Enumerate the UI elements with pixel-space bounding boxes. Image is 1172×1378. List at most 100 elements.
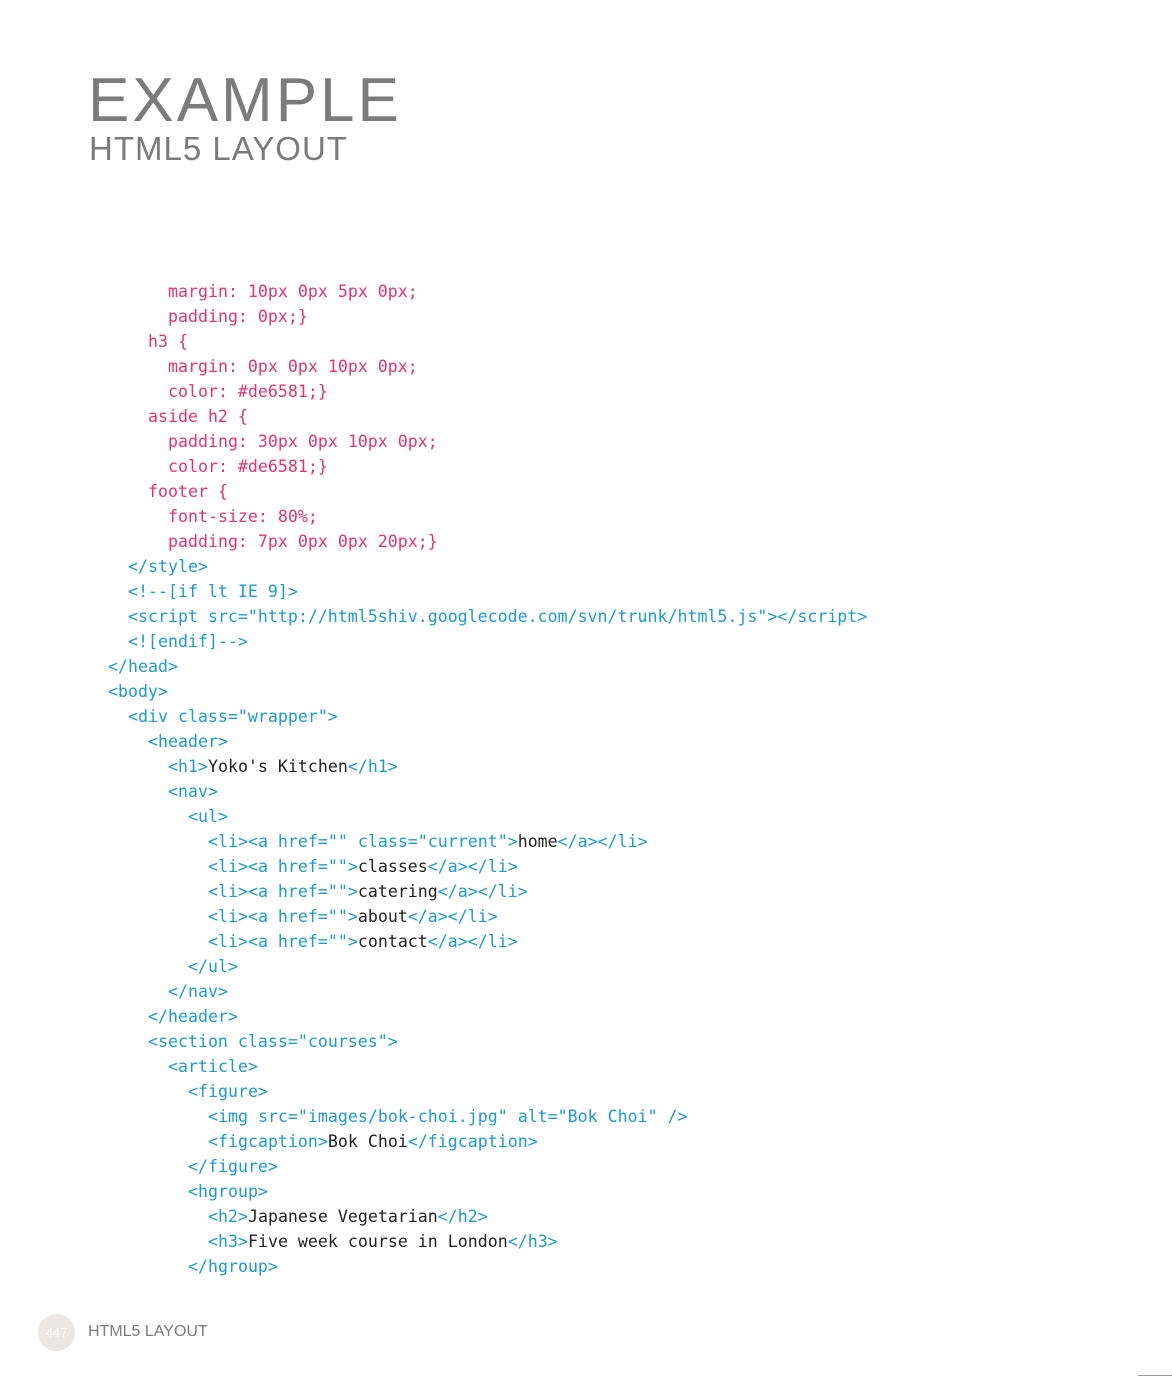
code-token: <nav> — [168, 782, 218, 801]
code-token: aside h2 { — [148, 407, 248, 426]
code-text: about — [357, 907, 408, 926]
code-line: <hgroup> — [108, 1179, 867, 1204]
code-token: <article> — [168, 1057, 258, 1076]
code-token: h3 { — [148, 332, 188, 351]
code-token: </header> — [148, 1007, 238, 1026]
code-token: </figcaption> — [407, 1132, 538, 1151]
code-text: Five week course in London — [247, 1232, 508, 1251]
code-line: margin: 10px 0px 5px 0px; — [108, 279, 867, 304]
code-line: margin: 0px 0px 10px 0px; — [108, 354, 867, 379]
code-token: </style> — [128, 557, 208, 576]
code-line: </hgroup> — [108, 1254, 867, 1279]
code-token: <figcaption> — [208, 1132, 328, 1151]
code-line: <ul> — [108, 804, 867, 829]
code-text: Yoko's Kitchen — [207, 757, 348, 776]
code-line: <![endif]--> — [108, 629, 867, 654]
code-line: h3 { — [108, 329, 867, 354]
code-token: </hgroup> — [188, 1257, 278, 1276]
code-line: padding: 7px 0px 0px 20px;} — [108, 529, 867, 554]
code-token: </a></li> — [437, 882, 528, 901]
code-token: </h3> — [507, 1232, 558, 1251]
code-token: </head> — [108, 657, 178, 676]
code-line: <li><a href="">classes</a></li> — [108, 854, 867, 879]
code-line: </style> — [108, 554, 867, 579]
running-title: HTML5 LAYOUT — [88, 1323, 208, 1340]
code-token: font-size: 80%; — [168, 507, 318, 526]
code-line: padding: 30px 0px 10px 0px; — [108, 429, 867, 454]
page-title: EXAMPLE — [88, 66, 402, 135]
code-text: catering — [357, 882, 438, 901]
code-token: <hgroup> — [188, 1182, 268, 1201]
code-line: <header> — [108, 729, 867, 754]
code-line: <li><a href="" class="current">home</a><… — [108, 829, 867, 854]
code-token: <h3> — [208, 1232, 248, 1251]
code-token: <li><a href=""> — [208, 882, 358, 901]
code-token: </a></li> — [427, 932, 518, 951]
code-line: <article> — [108, 1054, 867, 1079]
code-token: padding: 0px;} — [168, 307, 308, 326]
code-token: margin: 0px 0px 10px 0px; — [168, 357, 418, 376]
code-line: <script src="http://html5shiv.googlecode… — [108, 604, 867, 629]
code-token: <![endif]--> — [128, 632, 248, 651]
code-token: <li><a href=""> — [208, 932, 358, 951]
code-line: font-size: 80%; — [108, 504, 867, 529]
code-token: <script src="http://html5shiv.googlecode… — [128, 607, 868, 626]
code-token: color: #de6581;} — [168, 382, 328, 401]
code-token: </nav> — [168, 982, 228, 1001]
code-line: <img src="images/bok-choi.jpg" alt="Bok … — [108, 1104, 867, 1129]
code-text: classes — [357, 857, 428, 876]
divider — [1138, 1375, 1172, 1376]
code-text: Japanese Vegetarian — [247, 1207, 438, 1226]
code-listing: margin: 10px 0px 5px 0px; padding: 0px;} h… — [108, 279, 867, 1279]
code-line: aside h2 { — [108, 404, 867, 429]
code-line: <h3>Five week course in London</h3> — [108, 1229, 867, 1254]
code-text: home — [517, 832, 558, 851]
code-line: <body> — [108, 679, 867, 704]
code-token: <ul> — [188, 807, 228, 826]
code-line: <h1>Yoko's Kitchen</h1> — [108, 754, 867, 779]
code-token: <body> — [108, 682, 168, 701]
code-line: <div class="wrapper"> — [108, 704, 867, 729]
code-token: padding: 30px 0px 10px 0px; — [168, 432, 438, 451]
code-line: <figure> — [108, 1079, 867, 1104]
code-token: </figure> — [188, 1157, 278, 1176]
code-line: <h2>Japanese Vegetarian</h2> — [108, 1204, 867, 1229]
code-line: <li><a href="">about</a></li> — [108, 904, 867, 929]
code-token: </h2> — [437, 1207, 488, 1226]
code-text: Bok Choi — [327, 1132, 408, 1151]
code-line: </ul> — [108, 954, 867, 979]
code-token: <h1> — [168, 757, 208, 776]
code-token: <!--[if lt IE 9]> — [128, 582, 298, 601]
code-token: </a></li> — [427, 857, 518, 876]
code-line: </head> — [108, 654, 867, 679]
code-token: </h1> — [347, 757, 398, 776]
code-text: contact — [357, 932, 428, 951]
code-token: <header> — [148, 732, 228, 751]
code-token: </a></li> — [407, 907, 498, 926]
code-token: </ul> — [188, 957, 238, 976]
code-line: footer { — [108, 479, 867, 504]
code-token: padding: 7px 0px 0px 20px;} — [168, 532, 438, 551]
page-number: 447 — [38, 1314, 75, 1351]
code-token: <li><a href=""> — [208, 857, 358, 876]
code-token: <section class="courses"> — [148, 1032, 398, 1051]
code-line: <figcaption>Bok Choi</figcaption> — [108, 1129, 867, 1154]
code-line: </nav> — [108, 979, 867, 1004]
code-line: <li><a href="">catering</a></li> — [108, 879, 867, 904]
code-token: <li><a href="" class="current"> — [208, 832, 518, 851]
code-token: margin: 10px 0px 5px 0px; — [168, 282, 418, 301]
code-token: footer { — [148, 482, 228, 501]
code-token: <figure> — [188, 1082, 268, 1101]
code-token: </a></li> — [557, 832, 648, 851]
code-line: <li><a href="">contact</a></li> — [108, 929, 867, 954]
code-line: <!--[if lt IE 9]> — [108, 579, 867, 604]
code-line: color: #de6581;} — [108, 454, 867, 479]
page-subtitle: HTML5 LAYOUT — [89, 130, 348, 167]
code-line: </header> — [108, 1004, 867, 1029]
code-line: color: #de6581;} — [108, 379, 867, 404]
code-line: padding: 0px;} — [108, 304, 867, 329]
code-token: <div class="wrapper"> — [128, 707, 338, 726]
code-line: </figure> — [108, 1154, 867, 1179]
code-token: <li><a href=""> — [208, 907, 358, 926]
code-token: color: #de6581;} — [168, 457, 328, 476]
